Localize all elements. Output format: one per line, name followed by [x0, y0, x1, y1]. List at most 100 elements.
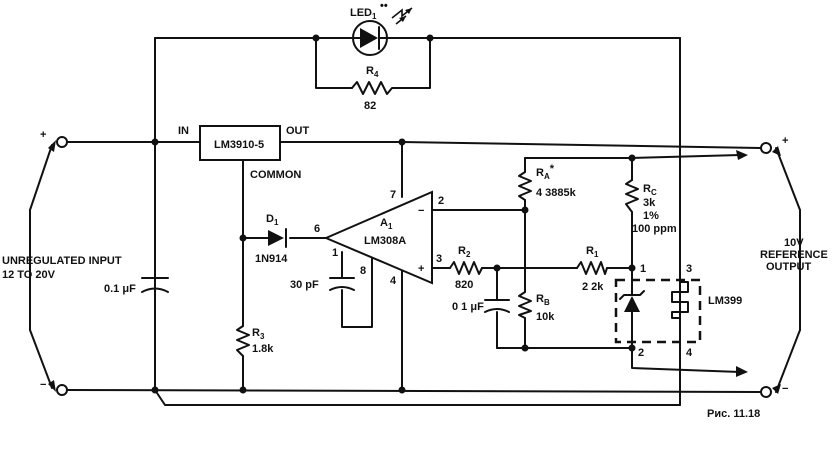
diode-d1: D1 1N914: [255, 213, 288, 265]
opamp-pin7: 7: [390, 189, 396, 201]
r3-sub: 3: [260, 332, 265, 341]
ra-mark: *: [550, 163, 555, 175]
regulator-in-label: IN: [178, 125, 189, 137]
output-label-line1: 10V: [784, 237, 804, 249]
input-minus-terminal[interactable]: [56, 384, 68, 396]
r3-value: 1.8k: [252, 343, 274, 355]
svg-text:R4: R4: [366, 65, 379, 79]
rb-sub: B: [544, 298, 550, 307]
opamp-pin4: 4: [390, 275, 397, 287]
opamp-minus: −: [418, 205, 424, 217]
regulator-part: LM3910-5: [214, 139, 264, 151]
output-plus-terminal[interactable]: [760, 142, 772, 154]
opamp-pin8: 8: [360, 265, 366, 277]
resistor-rb: RB 10k: [518, 291, 555, 323]
r4-label: R: [366, 65, 374, 77]
svg-text:RB: RB: [536, 293, 550, 307]
output-minus-sign: −: [782, 383, 788, 395]
d1-label: D: [266, 213, 274, 225]
lm399-pin2: 2: [638, 347, 644, 359]
lm399-pin3: 3: [686, 263, 692, 275]
resistor-ra: RA* 4 3885k: [518, 163, 577, 201]
led-sub: 1: [372, 12, 377, 21]
c2-value: 0 1 μF: [452, 301, 484, 313]
output-minus-terminal[interactable]: [760, 386, 772, 398]
input-minus-sign: −: [40, 379, 46, 391]
output-labels: + − 10V REFERENCE OUTPUT: [760, 135, 828, 395]
ra-label: R: [536, 167, 544, 179]
svg-text:LED1: LED1: [350, 7, 377, 21]
opamp-label: A: [380, 217, 388, 229]
opamp-plus: +: [418, 263, 424, 275]
regulator-out-label: OUT: [286, 125, 310, 137]
input-plus-sign: +: [40, 129, 46, 141]
r1-label: R: [586, 245, 594, 257]
terminals: [56, 136, 772, 398]
capacitor-filter: 0 1 μF: [452, 299, 510, 313]
ra-value: 4 3885k: [536, 187, 577, 199]
led-label: LED: [350, 7, 372, 19]
rc-tc: 100 ppm: [632, 223, 677, 235]
regulator-common-label: COMMON: [250, 169, 301, 181]
resistor-r1: R1 2 2k: [576, 245, 608, 293]
r2-value: 820: [455, 279, 473, 291]
opamp-pin1: 1: [332, 247, 338, 259]
opamp-pin6: 6: [314, 223, 320, 235]
svg-text:A1: A1: [380, 217, 393, 231]
r4-sub: 4: [374, 70, 379, 79]
opamp-pin3: 3: [436, 253, 442, 265]
r4-value: 82: [364, 100, 376, 112]
led-1: LED1 ••: [350, 0, 413, 56]
rc-value: 3k: [643, 197, 656, 209]
c-in-value: 0.1 μF: [104, 283, 136, 295]
lm399-pin1: 1: [640, 263, 646, 275]
lm399-pin4: 4: [686, 347, 693, 359]
rc-label: R: [643, 183, 651, 195]
input-label-line2: 12 TO 20V: [2, 269, 56, 281]
lm399-reference: LM399 1 2 3 4: [614, 263, 742, 359]
rb-label: R: [536, 293, 544, 305]
input-plus-terminal[interactable]: [56, 136, 68, 148]
lm399-part: LM399: [708, 295, 742, 307]
output-label-line3: OUTPUT: [766, 261, 812, 273]
capacitor-input: 0.1 μF: [104, 277, 169, 295]
junction-dots: [151, 34, 636, 394]
figure-caption: Рис. 11.18: [707, 408, 760, 420]
c-comp-value: 30 pF: [290, 279, 319, 291]
r3-label: R: [252, 327, 260, 339]
resistor-r4: R4 82: [351, 65, 396, 112]
resistor-r2: R2 820: [449, 245, 483, 291]
d1-sub: 1: [274, 218, 279, 227]
svg-text:D1: D1: [266, 213, 279, 227]
regulator-lm3910: LM3910-5 IN OUT COMMON: [178, 125, 310, 181]
resistor-r3: R3 1.8k: [236, 325, 274, 357]
arrow-heads: [48, 140, 781, 394]
svg-text:RC: RC: [643, 183, 657, 197]
svg-text:R1: R1: [586, 245, 599, 259]
ra-sub: A: [544, 172, 550, 181]
opamp-part: LM308A: [364, 235, 406, 247]
input-label-line1: UNREGULATED INPUT: [2, 255, 122, 267]
output-label-line2: REFERENCE: [760, 249, 828, 261]
r2-sub: 2: [466, 250, 471, 259]
wires: [29, 37, 801, 406]
opamp-pin2: 2: [438, 195, 444, 207]
r2-label: R: [458, 245, 466, 257]
svg-text:RA*: RA*: [536, 163, 555, 181]
output-plus-sign: +: [782, 135, 788, 147]
svg-text:R3: R3: [252, 327, 265, 341]
input-labels: + − UNREGULATED INPUT 12 TO 20V: [2, 129, 122, 391]
led-dots-mark: ••: [380, 0, 388, 12]
d1-part: 1N914: [255, 253, 288, 265]
r1-value: 2 2k: [582, 281, 604, 293]
rc-sub: C: [651, 188, 657, 197]
opamp-a1: A1 LM308A − + 2 3 4 6 7 1 8: [314, 189, 444, 287]
svg-text:R2: R2: [458, 245, 471, 259]
resistor-rc: RC 3k 1% 100 ppm: [625, 179, 677, 235]
rc-tol: 1%: [643, 210, 659, 222]
rb-value: 10k: [536, 311, 555, 323]
opamp-sub: 1: [388, 222, 393, 231]
r1-sub: 1: [594, 250, 599, 259]
capacitor-compensation: 30 pF: [290, 277, 355, 291]
